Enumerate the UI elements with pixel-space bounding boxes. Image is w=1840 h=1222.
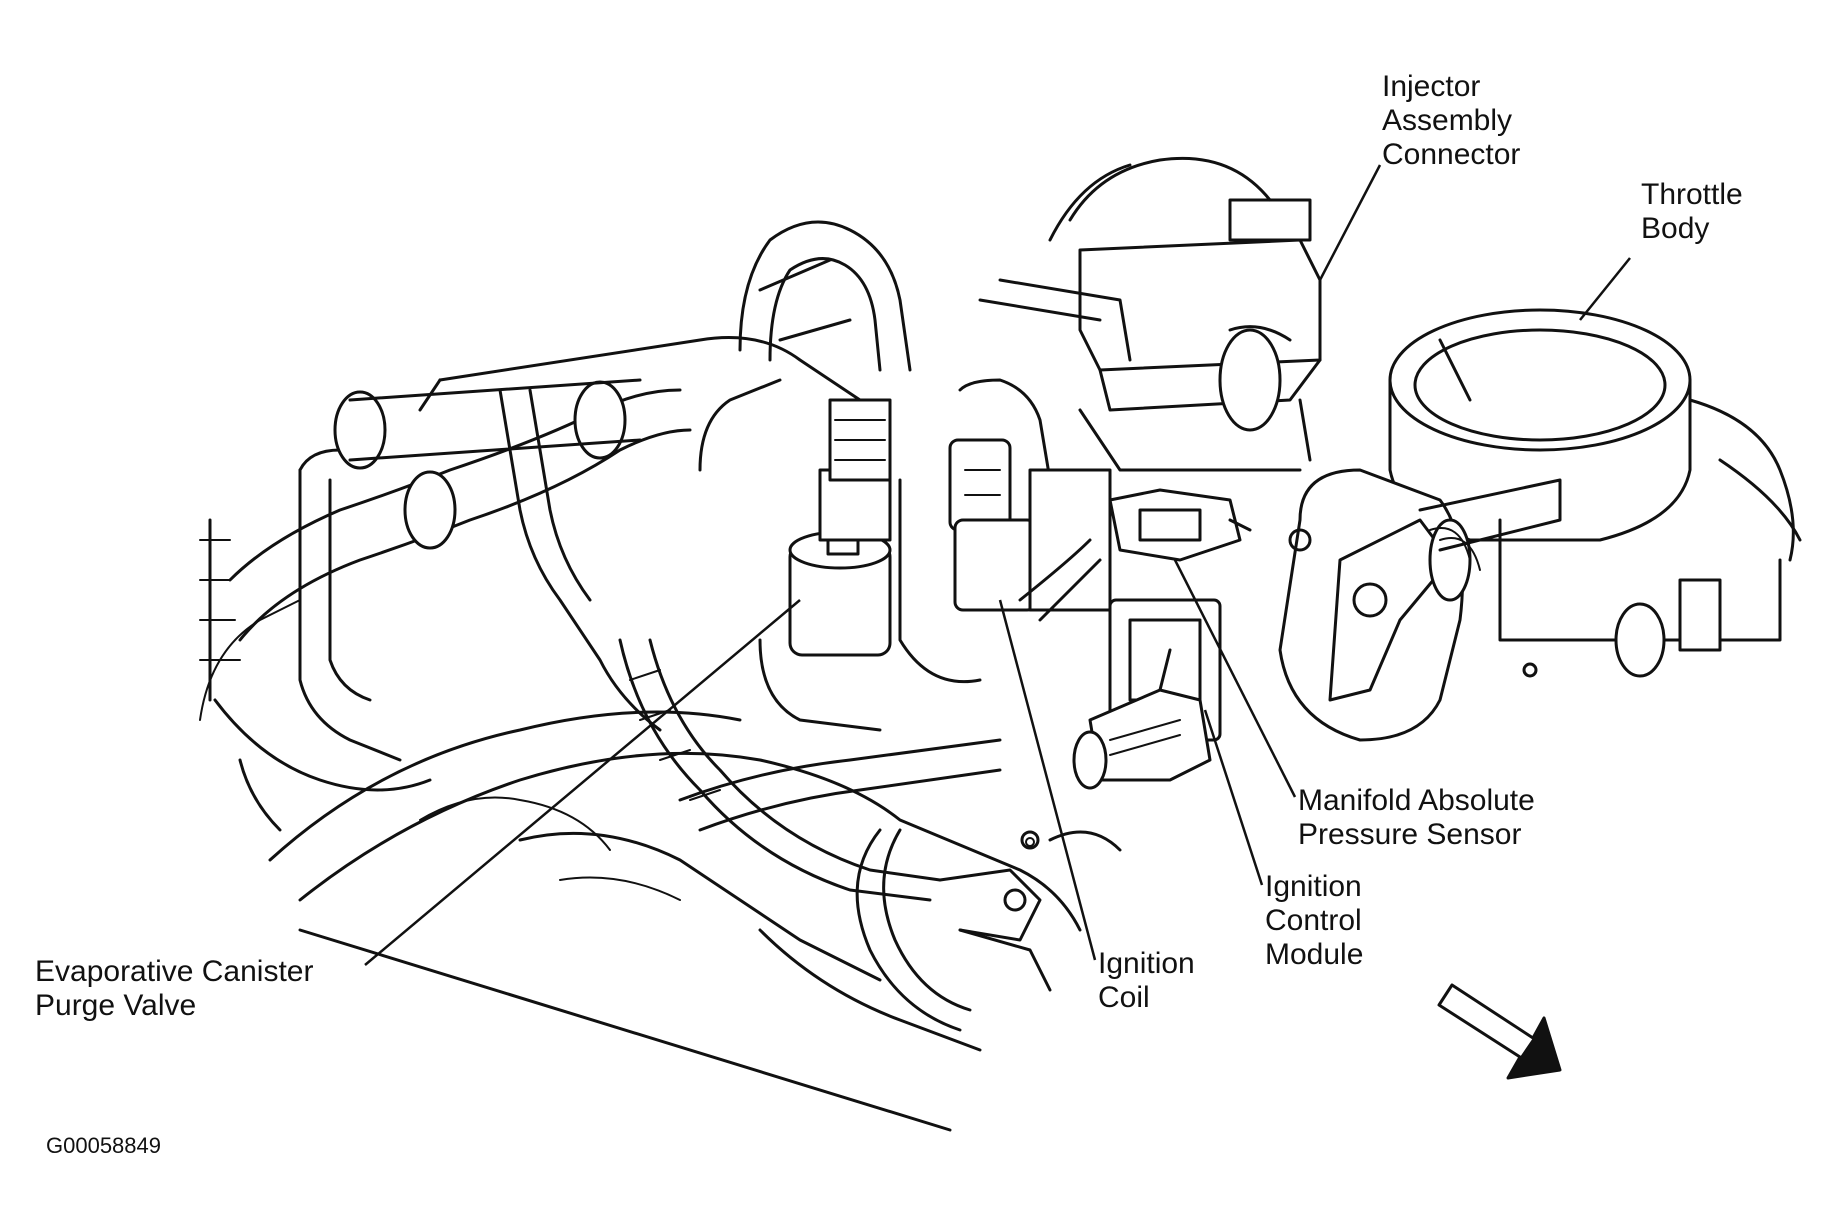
callout-line: Connector — [1382, 138, 1521, 171]
lower-intake-manifold — [199, 599, 1122, 1132]
callout-line: Ignition — [1265, 870, 1362, 903]
callout-line: Control — [1265, 904, 1362, 937]
vacuum-hose-loop — [698, 220, 912, 472]
engine-block-left — [199, 336, 862, 832]
throttle-linkage — [1278, 468, 1562, 742]
callout-line: Throttle — [1641, 178, 1743, 211]
ignition-coil — [948, 378, 1112, 612]
callout-line: Module — [1265, 938, 1364, 971]
callout-line: Purge Valve — [35, 989, 197, 1022]
throttle-body — [1388, 308, 1802, 678]
callout-line: Coil — [1098, 981, 1150, 1014]
map-sensor-label: Manifold Absolute Pressure Sensor — [1298, 784, 1535, 852]
callout-line: Injector — [1382, 70, 1481, 103]
injector-assembly-connector-label: Injector Assembly Connector — [1382, 70, 1520, 172]
callout-line: Body — [1641, 212, 1710, 245]
map-sensor — [1108, 488, 1252, 562]
callout-line: Evaporative Canister — [35, 955, 314, 988]
purge-valve — [758, 398, 982, 732]
ignition-control-module — [1072, 598, 1222, 790]
upper-radiator-hose — [228, 378, 692, 732]
callout-line: Pressure Sensor — [1298, 818, 1522, 851]
callout-line: Assembly — [1382, 104, 1513, 137]
injector-assembly-connector — [978, 156, 1322, 472]
callout-line: Manifold Absolute — [1298, 784, 1535, 817]
evap-purge-valve-label: Evaporative Canister Purge Valve — [35, 955, 313, 1023]
ignition-control-module-label: Ignition Control Module — [1265, 870, 1363, 972]
wiring-harness — [618, 538, 1102, 1032]
ignition-coil-label: Ignition Coil — [1098, 947, 1195, 1015]
figure-id: G00058849 — [46, 1133, 161, 1158]
throttle-body-label: Throttle Body — [1641, 178, 1743, 246]
callout-line: Ignition — [1098, 947, 1195, 980]
callout-leader-lines — [364, 164, 1631, 966]
front-direction-arrow-icon — [1437, 983, 1562, 1080]
